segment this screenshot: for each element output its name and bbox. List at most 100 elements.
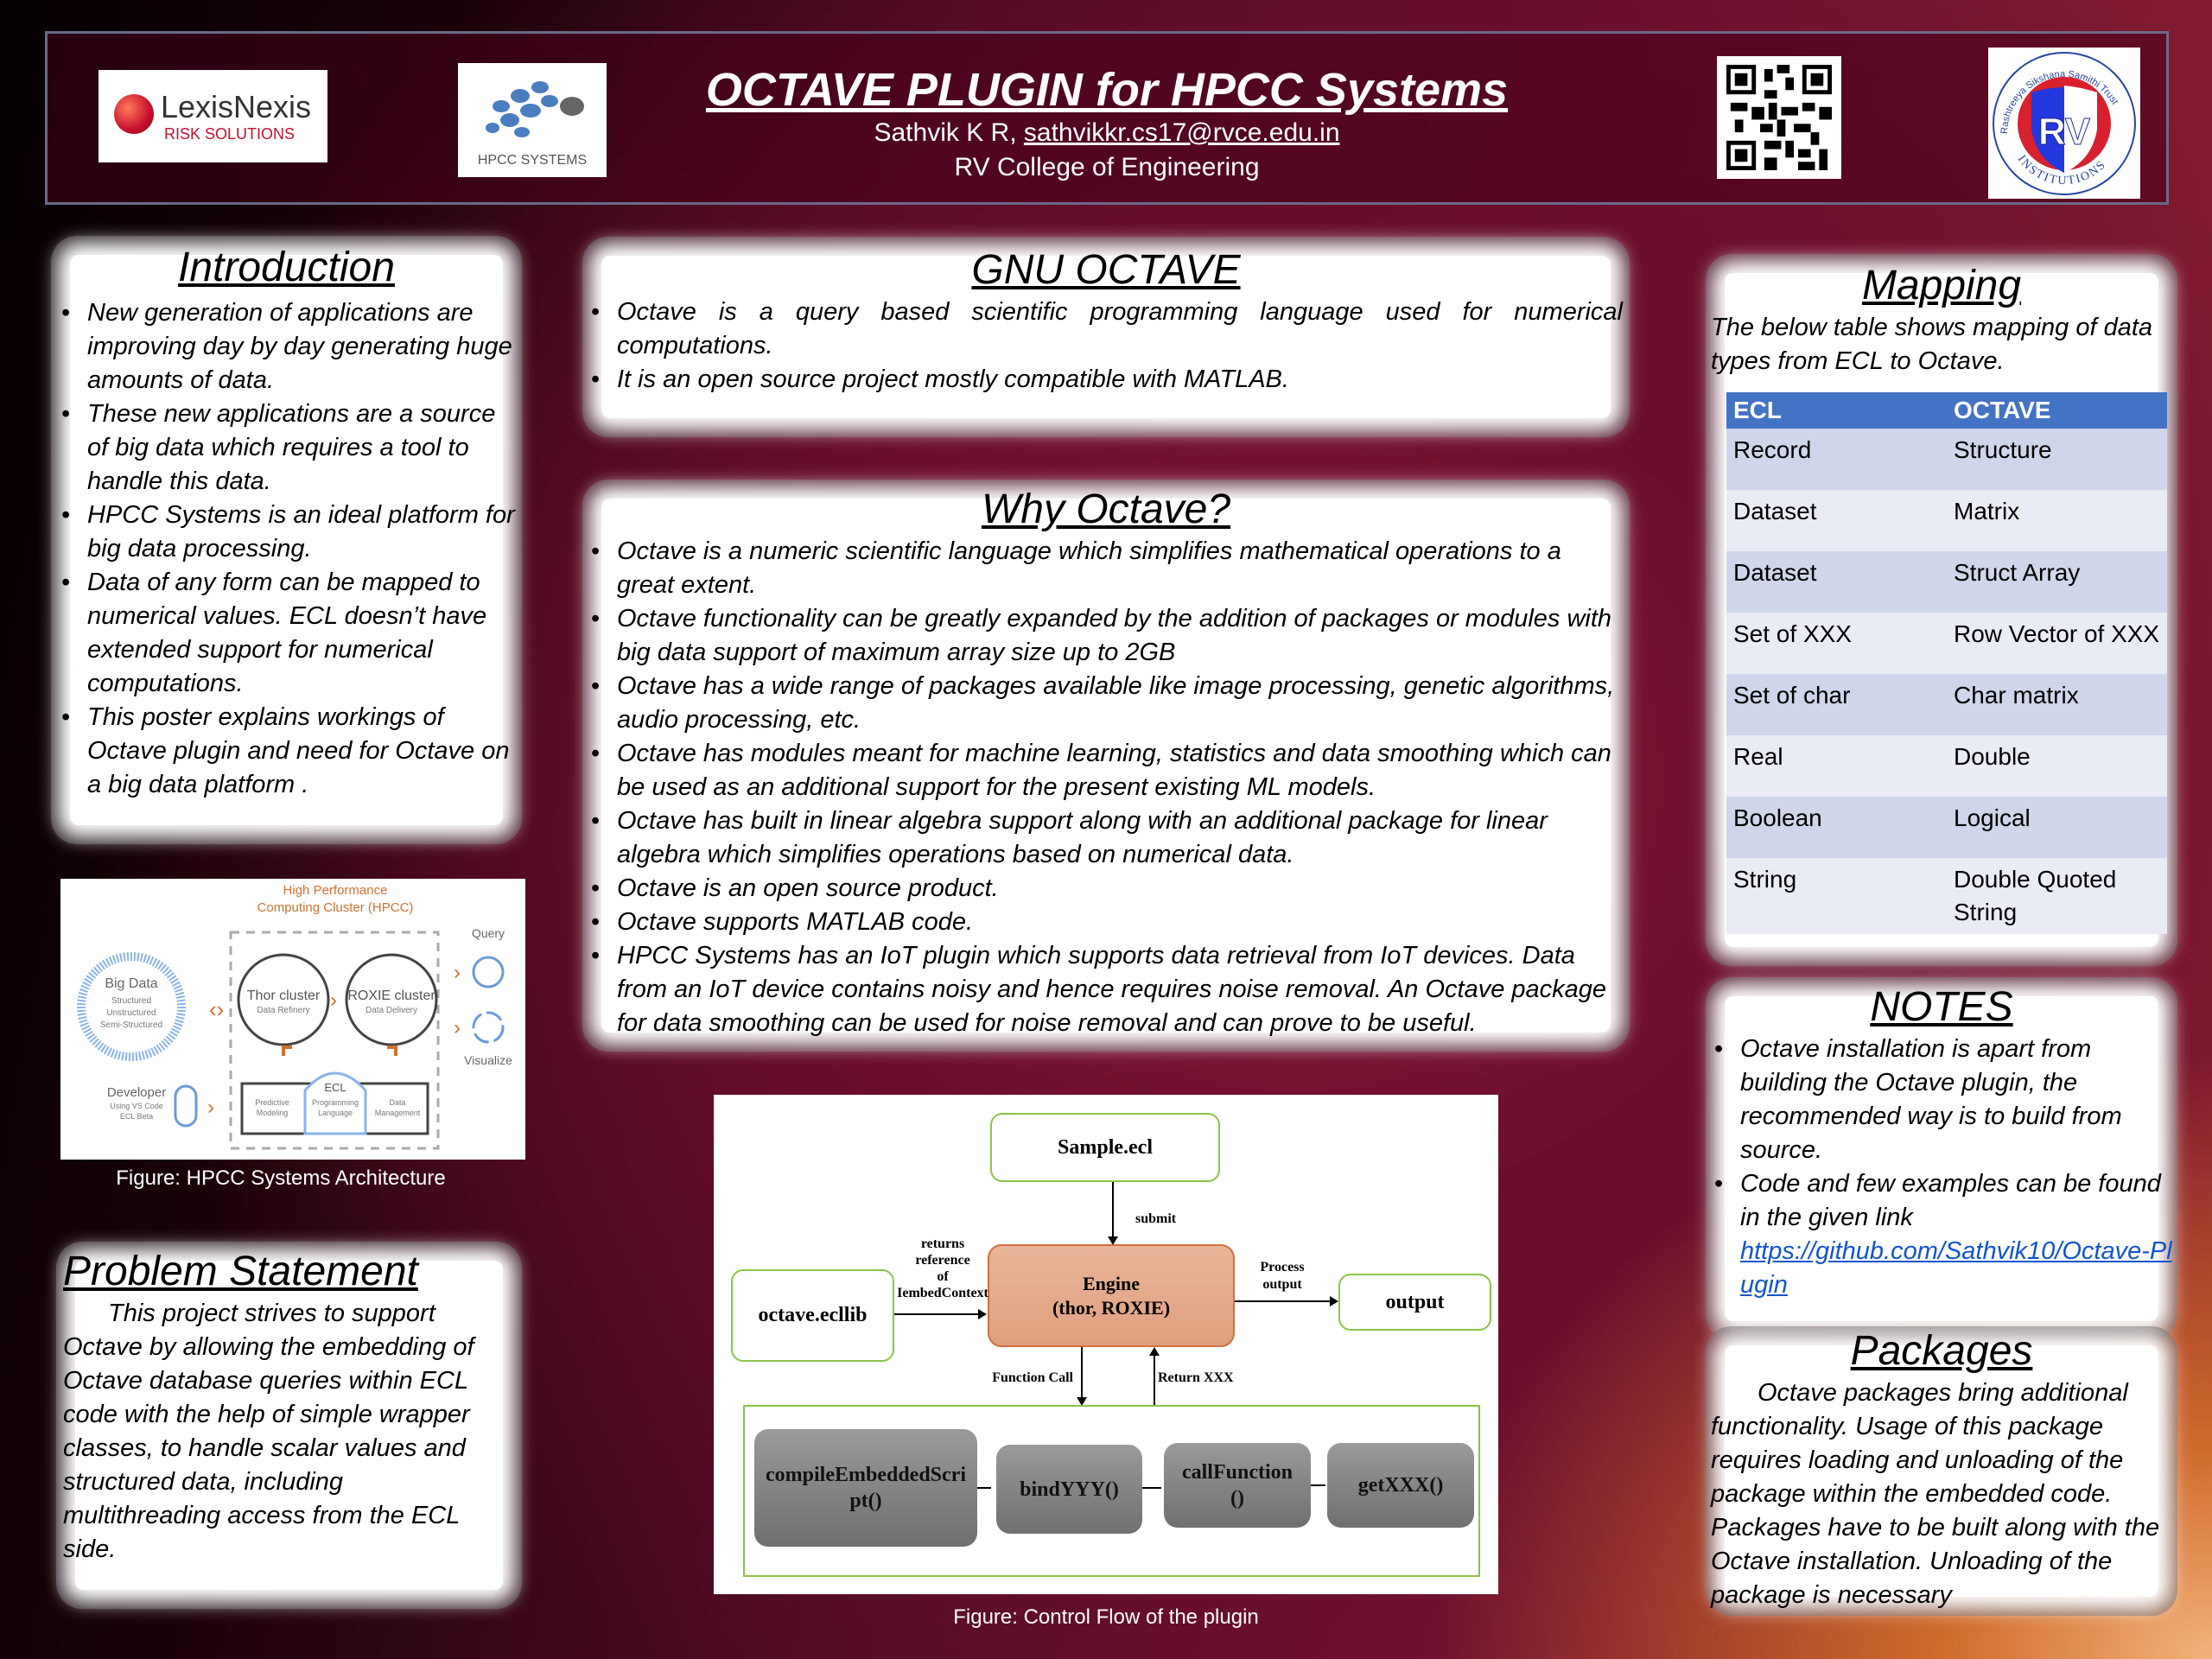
mapping-panel: Mapping The below table shows mapping of…: [1706, 254, 2177, 966]
ecl-cell: Record: [1726, 429, 1947, 490]
roxie-sub: Data Delivery: [365, 1006, 417, 1015]
ecl-label: ECL: [324, 1081, 346, 1094]
problem-statement-panel: Problem Statement This project strives t…: [56, 1242, 522, 1609]
octave-cell: Struct Array: [1947, 551, 2167, 613]
up-arrows-icon: [282, 1046, 397, 1056]
why-bullet: Octave has a wide range of packages avai…: [588, 670, 1621, 737]
thor-label: Thor cluster: [247, 988, 321, 1003]
packages-panel: Packages Octave packages bring additiona…: [1706, 1326, 2177, 1616]
why-bullet: Octave functionality can be greatly expa…: [588, 602, 1621, 670]
roxie-circle: [345, 953, 438, 1046]
big-data-label: Big Data: [105, 976, 157, 991]
ecl-cell: Boolean: [1726, 797, 1947, 858]
why-octave-list: Octave is a numeric scientific language …: [582, 535, 1630, 1040]
octave-cell: Char matrix: [1947, 674, 2167, 735]
octave-cell: Row Vector of XXX: [1947, 613, 2167, 674]
octave-cell: Structure: [1947, 429, 2167, 490]
chevron-right-icon: ›: [454, 1016, 461, 1039]
github-link[interactable]: https://github.com/Sathvik10/Octave-Plug…: [1740, 1237, 2172, 1299]
big-data-circle: [77, 952, 186, 1061]
qr-code[interactable]: [1717, 56, 1841, 179]
roxie-label: ROXIE cluster: [347, 988, 435, 1003]
thor-circle: [237, 953, 330, 1046]
control-flow-diagram: Sample.ecl submit Engine (thor, ROXIE) o…: [714, 1095, 1498, 1594]
hpcc-systems-logo: HPCC SYSTEMS: [458, 63, 607, 177]
lexisnexis-logo: LexisNexis RISK SOLUTIONS: [99, 70, 327, 162]
ecl-sub: Language: [318, 1109, 353, 1117]
why-octave-title: Why Octave?: [981, 486, 1231, 532]
function-call-arrow: [1081, 1347, 1083, 1399]
octave-cell: Logical: [1947, 797, 2167, 858]
query-icon: [472, 956, 505, 988]
introduction-panel: Introduction New generation of applicati…: [51, 236, 522, 844]
engine-sub-label: (thor, ROXIE): [1052, 1296, 1171, 1319]
hpcc-logo-text: HPCC SYSTEMS: [477, 153, 588, 168]
column-header: ECL: [1726, 392, 1947, 429]
mouse-icon: [174, 1084, 198, 1128]
author-name: Sathvik K R,: [874, 118, 1024, 147]
chevron-right-icon: ›: [330, 988, 337, 1012]
author-email-link[interactable]: sathvikkr.cs17@rvce.edu.in: [1023, 118, 1340, 147]
step-arrow: [977, 1487, 991, 1489]
step-arrow: [1142, 1487, 1161, 1489]
hpcc-architecture-figure: High Performance Computing Cluster (HPCC…: [60, 879, 525, 1160]
mapping-title: Mapping: [1861, 263, 2022, 308]
output-box: output: [1338, 1274, 1491, 1331]
notes-panel: NOTES Octave installation is apart from …: [1706, 977, 2177, 1340]
function-call-label: Function Call: [992, 1370, 1073, 1385]
gnu-octave-list: Octave is a query based scientific progr…: [582, 296, 1630, 397]
poster-header: LexisNexis RISK SOLUTIONS HPCC SYSTEMS O…: [45, 31, 2169, 205]
arrowhead-down-icon: [1108, 1236, 1118, 1245]
packages-text: Octave packages bring additional functio…: [1711, 1379, 2160, 1609]
predictive-label: Predictive: [255, 1098, 289, 1107]
ecl-cell: Set of char: [1726, 674, 1947, 735]
chevron-icon: ‹›: [209, 996, 224, 1022]
compile-step-box: compileEmbeddedScri pt(): [754, 1429, 977, 1547]
intro-bullet: New generation of applications are impro…: [58, 296, 522, 397]
why-octave-panel: Why Octave? Octave is a numeric scientif…: [582, 480, 1630, 1052]
return-xxx-label: Return XXX: [1158, 1370, 1234, 1385]
college-name: RV College of Engineering: [954, 153, 1260, 181]
lexisnexis-tagline: RISK SOLUTIONS: [164, 125, 296, 143]
ecl-cell: Set of XXX: [1726, 613, 1947, 674]
ecllib-arrow: [894, 1313, 981, 1315]
arch-title-2: Computing Cluster (HPCC): [257, 900, 414, 915]
data-mgmt-label: Management: [375, 1109, 421, 1117]
developer-label: Developer: [107, 1085, 166, 1100]
return-arrow: [1154, 1354, 1155, 1406]
rv-letters: RV: [2038, 111, 2091, 153]
introduction-title: Introduction: [178, 245, 395, 290]
arrowhead-right-icon: [1330, 1296, 1338, 1306]
why-bullet: HPCC Systems has an IoT plugin which sup…: [588, 939, 1621, 1040]
intro-bullet: HPCC Systems is an ideal platform for bi…: [58, 499, 522, 566]
ecl-sub: Programming: [312, 1098, 359, 1107]
notes-title: NOTES: [1870, 984, 2013, 1030]
engine-box: Engine (thor, ROXIE): [988, 1244, 1235, 1347]
developer-sub: Using VS Code: [110, 1102, 163, 1110]
query-label: Query: [472, 926, 505, 940]
qr-code-icon: [1726, 65, 1832, 170]
visualize-label: Visualize: [464, 1053, 512, 1067]
gnu-octave-title: GNU OCTAVE: [971, 247, 1241, 293]
data-mgmt-label: Data: [389, 1098, 405, 1107]
big-data-sub: Unstructured: [106, 1008, 156, 1018]
problem-statement-text: This project strives to support Octave b…: [63, 1300, 474, 1563]
octave-cell: Double Quoted String: [1947, 858, 2167, 934]
why-bullet: Octave has modules meant for machine lea…: [588, 737, 1621, 804]
why-bullet: Octave has built in linear algebra suppo…: [588, 804, 1621, 872]
arrowhead-up-icon: [1149, 1347, 1160, 1356]
column-header: OCTAVE: [1947, 392, 2167, 429]
call-function-step-box: callFunction (): [1164, 1443, 1311, 1528]
big-data-sub: Structured: [111, 996, 151, 1006]
submit-label: submit: [1135, 1211, 1177, 1226]
why-bullet: Octave is an open source product.: [588, 872, 1621, 906]
control-flow-caption: Figure: Control Flow of the plugin: [953, 1605, 1259, 1629]
lexisnexis-name: LexisNexis: [161, 89, 312, 124]
hpcc-dots-icon: [486, 81, 584, 137]
